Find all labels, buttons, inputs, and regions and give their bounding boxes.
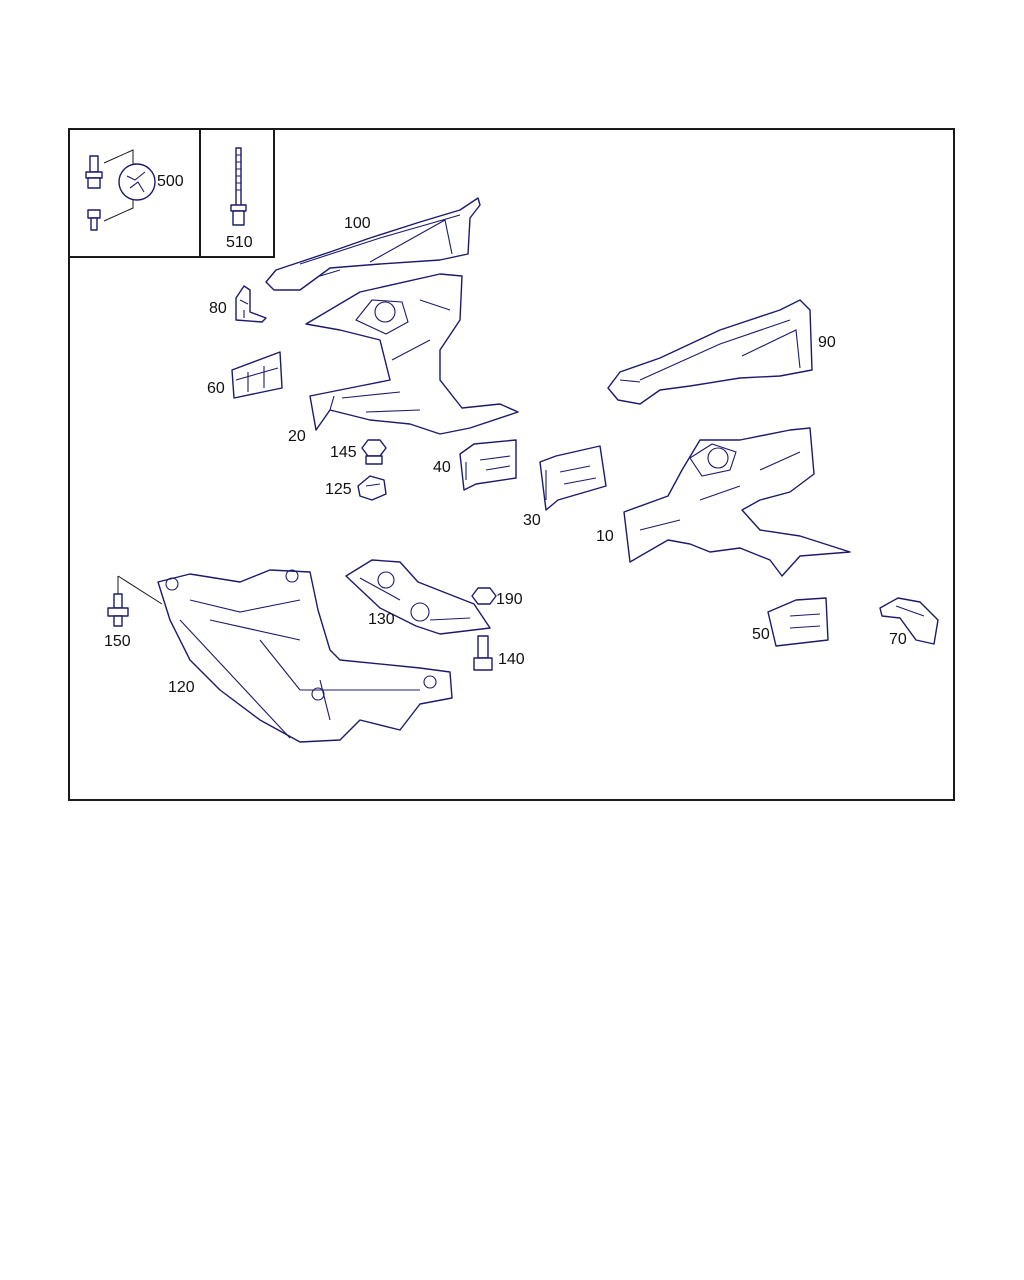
part-100-upper-rail [265, 197, 481, 291]
part-500-bolt-set [85, 149, 156, 231]
callout-70: 70 [889, 631, 907, 648]
part-125-clip [357, 475, 387, 501]
part-40-bracket [459, 439, 517, 491]
callout-140: 140 [498, 651, 525, 668]
part-20-left-member [305, 273, 519, 435]
callout-40: 40 [433, 459, 451, 476]
callout-80: 80 [209, 300, 227, 317]
diagram-frame [68, 128, 955, 801]
part-60-plate [231, 351, 283, 399]
part-190-nut [471, 587, 497, 605]
callout-150: 150 [104, 633, 131, 650]
callout-60: 60 [207, 380, 225, 397]
part-150-bolt [107, 575, 163, 627]
part-145-nut [361, 439, 387, 465]
part-30-bracket [539, 445, 607, 511]
part-120-subframe [157, 569, 453, 743]
callout-500: 500 [157, 173, 184, 190]
part-90-right-upper-rail [607, 299, 813, 405]
callout-510: 510 [226, 234, 253, 251]
part-80-bracket [235, 285, 267, 323]
callout-10: 10 [596, 528, 614, 545]
callout-125: 125 [325, 481, 352, 498]
callout-130: 130 [368, 611, 395, 628]
callout-145: 145 [330, 444, 357, 461]
part-140-bolt [473, 635, 493, 671]
part-510-stud [230, 147, 247, 226]
callout-100: 100 [344, 215, 371, 232]
callout-20: 20 [288, 428, 306, 445]
part-10-right-member [623, 427, 851, 577]
part-130-plate [345, 559, 491, 635]
callout-90: 90 [818, 334, 836, 351]
part-70-bracket [879, 597, 939, 645]
callout-30: 30 [523, 512, 541, 529]
part-50-plate [767, 597, 829, 647]
callout-50: 50 [752, 626, 770, 643]
callout-190: 190 [496, 591, 523, 608]
inset-box-510 [199, 128, 275, 258]
callout-120: 120 [168, 679, 195, 696]
